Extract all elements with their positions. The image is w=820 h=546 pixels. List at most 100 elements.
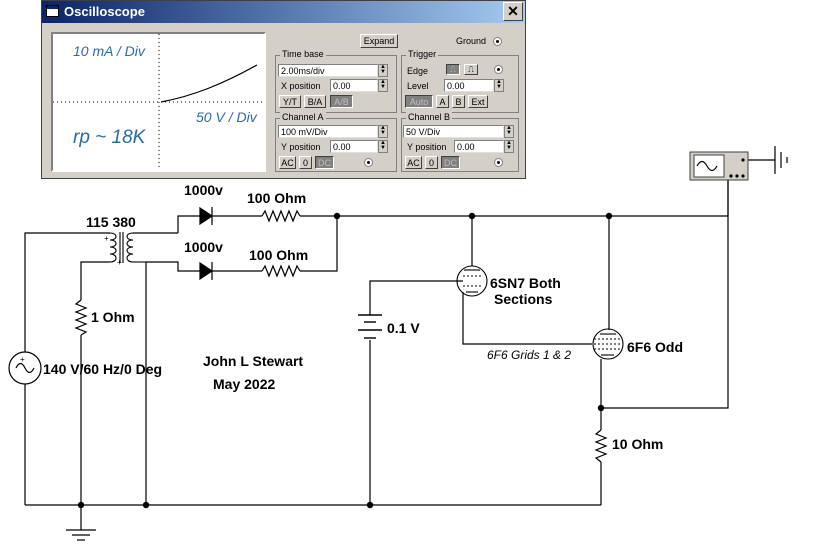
trigger-a-button[interactable]: A bbox=[436, 95, 449, 108]
scope-probe-b-wire bbox=[601, 178, 729, 409]
junction-dot bbox=[597, 404, 605, 412]
mode-ba-button[interactable]: B/A bbox=[304, 95, 326, 108]
diode-top-label: 1000v bbox=[184, 182, 223, 198]
lower-branch-wire-3 bbox=[300, 216, 338, 272]
diode-top-symbol bbox=[199, 206, 214, 226]
channel-a-y-position-field[interactable]: 0.00 bbox=[330, 140, 378, 153]
channel-a-scale-spinner[interactable]: ▲▼ bbox=[378, 125, 388, 138]
time-base-group bbox=[275, 55, 397, 113]
upper-branch-wire bbox=[177, 215, 200, 233]
channel-a-ac-button[interactable]: AC bbox=[279, 156, 296, 169]
shunt-resistor-label: 1 Ohm bbox=[91, 309, 135, 325]
channel-a-dc-button[interactable]: DC bbox=[315, 156, 334, 169]
channel-b-y-position-label: Y position bbox=[407, 142, 447, 152]
diode-bottom-symbol bbox=[199, 261, 214, 281]
scope-trace-area bbox=[53, 34, 264, 170]
resistor-top-symbol bbox=[261, 209, 301, 223]
junction-dot bbox=[366, 501, 374, 509]
battery-upper-wire bbox=[369, 280, 463, 315]
channel-b-ac-button[interactable]: AC bbox=[405, 156, 422, 169]
trigger-b-button[interactable]: B bbox=[452, 95, 465, 108]
x-position-spinner[interactable]: ▲▼ bbox=[378, 79, 388, 92]
trace-curve bbox=[160, 64, 258, 103]
channel-b-y-position-field[interactable]: 0.00 bbox=[454, 140, 504, 153]
scope-instrument-icon bbox=[689, 151, 749, 181]
channel-b-scale-field[interactable]: 50 V/Div bbox=[403, 125, 504, 138]
close-icon: ✕ bbox=[507, 3, 519, 19]
svg-text:+: + bbox=[117, 258, 122, 267]
trigger-level-field[interactable]: 0.00 bbox=[444, 79, 494, 92]
ac-source-symbol bbox=[8, 351, 42, 385]
transformer-symbol bbox=[109, 232, 146, 263]
rising-edge-icon: ⎍ bbox=[450, 65, 456, 74]
resistor-top-label: 100 Ohm bbox=[247, 190, 307, 206]
channel-a-y-position-label: Y position bbox=[281, 142, 321, 152]
scope-ground-symbol bbox=[774, 146, 788, 174]
trigger-terminal[interactable] bbox=[494, 65, 503, 74]
mode-ab-button[interactable]: A/B bbox=[330, 95, 353, 108]
oscilloscope-titlebar[interactable]: Oscilloscope ✕ bbox=[42, 1, 525, 23]
junction-dot bbox=[77, 501, 85, 509]
scope-screen: 10 mA / Div 50 V / Div rp ~ 18K bbox=[51, 32, 266, 172]
trigger-title: Trigger bbox=[406, 49, 439, 59]
expand-button[interactable]: Expand bbox=[360, 34, 398, 48]
ground-symbol bbox=[66, 529, 96, 541]
close-button[interactable]: ✕ bbox=[503, 2, 523, 21]
channel-a-zero-button[interactable]: 0 bbox=[299, 156, 312, 169]
resistor-bottom-label: 100 Ohm bbox=[249, 247, 309, 263]
window-app-icon bbox=[46, 5, 59, 17]
tube1-label-line1: 6SN7 Both bbox=[490, 275, 561, 291]
primary-bottom-wire bbox=[80, 261, 110, 300]
tube-6sn7-symbol bbox=[456, 265, 488, 297]
channel-b-zero-button[interactable]: 0 bbox=[425, 156, 438, 169]
channel-b-dc-button[interactable]: DC bbox=[441, 156, 460, 169]
diode-bottom-label: 1000v bbox=[184, 239, 223, 255]
transformer-label: 115 380 bbox=[86, 214, 136, 230]
channel-a-y-position-spinner[interactable]: ▲▼ bbox=[378, 140, 388, 153]
tube2-label: 6F6 Odd bbox=[627, 339, 684, 355]
svg-text:+: + bbox=[104, 234, 109, 243]
oscilloscope-title: Oscilloscope bbox=[64, 4, 145, 19]
tube-6f6-symbol bbox=[592, 328, 624, 360]
edge-falling-button[interactable]: ⎍ bbox=[464, 64, 478, 75]
junction-dot bbox=[605, 212, 613, 220]
lower-branch-wire bbox=[146, 261, 200, 272]
author-label: John L Stewart bbox=[203, 353, 304, 369]
time-base-title: Time base bbox=[280, 49, 326, 59]
trigger-auto-button[interactable]: Auto bbox=[405, 95, 433, 108]
edge-rising-button[interactable]: ⎍ bbox=[446, 64, 460, 75]
date-label: May 2022 bbox=[213, 376, 276, 392]
trigger-level-spinner[interactable]: ▲▼ bbox=[494, 79, 504, 92]
channel-a-group bbox=[275, 118, 397, 172]
ground-label: Ground bbox=[456, 36, 487, 46]
trigger-group bbox=[401, 55, 519, 113]
x-scale-label: 50 V / Div bbox=[196, 109, 257, 125]
primary-top-wire bbox=[24, 232, 110, 352]
mode-yt-button[interactable]: Y/T bbox=[279, 95, 301, 108]
time-base-spinner[interactable]: ▲▼ bbox=[378, 64, 388, 77]
channel-b-y-position-spinner[interactable]: ▲▼ bbox=[504, 140, 514, 153]
junction-dot bbox=[333, 212, 341, 220]
source-label: 140 V/60 Hz/0 Deg bbox=[43, 361, 163, 377]
falling-edge-icon: ⎍ bbox=[468, 65, 474, 74]
level-label: Level bbox=[407, 81, 429, 91]
ground-terminal[interactable] bbox=[493, 37, 502, 46]
junction-dot bbox=[468, 212, 476, 220]
x-position-field[interactable]: 0.00 bbox=[330, 79, 378, 92]
junction-dot bbox=[142, 501, 150, 509]
channel-b-terminal[interactable] bbox=[494, 158, 503, 167]
svg-text:+: + bbox=[20, 355, 25, 364]
trigger-ext-button[interactable]: Ext bbox=[468, 95, 488, 108]
channel-a-terminal[interactable] bbox=[364, 158, 373, 167]
channel-a-title: Channel A bbox=[280, 112, 326, 122]
cathode-resistor-label: 10 Ohm bbox=[612, 436, 664, 452]
tube1-grid-wire bbox=[462, 292, 592, 345]
tube1-label-line2: Sections bbox=[494, 291, 553, 307]
channel-b-scale-spinner[interactable]: ▲▼ bbox=[504, 125, 514, 138]
time-base-field[interactable]: 2.00ms/div bbox=[278, 64, 378, 77]
resistor-bottom-symbol bbox=[261, 264, 301, 278]
rp-annotation: rp ~ 18K bbox=[73, 127, 146, 148]
channel-a-scale-field[interactable]: 100 mV/Div bbox=[278, 125, 378, 138]
channel-b-title: Channel B bbox=[406, 112, 453, 122]
